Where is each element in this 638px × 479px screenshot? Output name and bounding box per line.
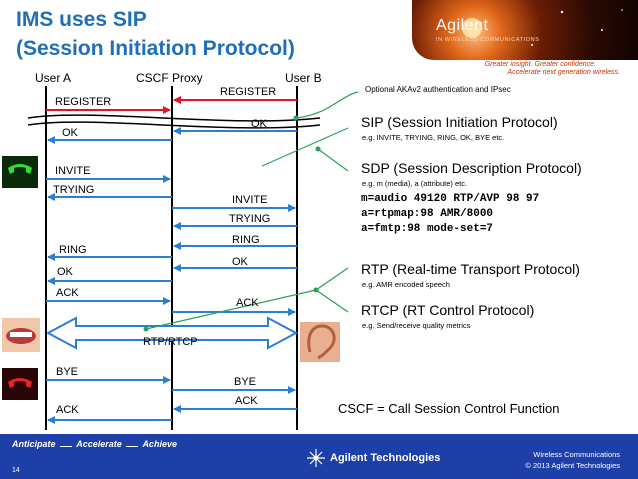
sequence-diagram xyxy=(2,86,359,430)
connector-rtp-flow xyxy=(143,289,317,332)
label-ack-3: ACK xyxy=(56,404,79,416)
agilent-spark-icon xyxy=(307,449,325,467)
slogan-achieve: Achieve xyxy=(142,439,177,449)
tagline-2: Accelerate next generation wireless. xyxy=(507,69,620,76)
connector-rtp xyxy=(313,267,349,293)
label-trying-2: TRYING xyxy=(229,213,271,225)
label-ack-2: ACK xyxy=(236,297,259,309)
slogan-accelerate: Accelerate xyxy=(76,439,122,449)
break-line-top xyxy=(27,114,321,122)
note-sdp-sub: e.g. m (media), a (attribute) etc. xyxy=(362,179,468,188)
page-number: 14 xyxy=(12,467,20,474)
label-register-1: REGISTER xyxy=(55,96,112,108)
label-ok-reg-1: OK xyxy=(62,127,78,139)
label-ok-reg-2: OK xyxy=(251,118,267,130)
label-invite-2: INVITE xyxy=(232,194,268,206)
label-invite-1: INVITE xyxy=(55,165,91,177)
note-rtcp-head: RTCP (RT Control Protocol) xyxy=(361,302,535,318)
label-register-2: REGISTER xyxy=(220,86,277,98)
label-ring-2: RING xyxy=(232,234,260,246)
label-ring-1: RING xyxy=(59,244,87,256)
ear-icon xyxy=(300,322,340,362)
company-name: Agilent Technologies xyxy=(330,452,441,464)
banner-subtitle: IN WIRELESS COMMUNICATIONS xyxy=(436,37,540,43)
rtp-double-arrow xyxy=(45,316,299,350)
connector-rtcp xyxy=(315,289,349,313)
footer-right-1: Wireless Communications xyxy=(533,450,620,459)
sdp-line-2: a=rtpmap:98 AMR/8000 xyxy=(361,208,494,220)
footer-slogan: Anticipate Accelerate Achieve xyxy=(12,439,177,449)
label-rtp: RTP/RTCP xyxy=(143,336,198,348)
note-sip-head: SIP (Session Initiation Protocol) xyxy=(361,114,558,130)
note-optional: Optional AKAv2 authentication and IPsec xyxy=(365,85,511,94)
label-trying-1: TRYING xyxy=(53,184,95,196)
agilent-banner: Agilent IN WIRELESS COMMUNICATIONS xyxy=(412,0,638,60)
note-rtcp-sub: e.g. Send/receive quality metrics xyxy=(362,321,471,330)
connector-sdp xyxy=(315,146,349,172)
label-ok-1: OK xyxy=(57,266,73,278)
tagline-1: Greater insight. Greater confidence. xyxy=(484,61,596,68)
note-rtp-sub: e.g. AMR encoded speech xyxy=(362,280,450,289)
label-bye-1: BYE xyxy=(56,366,79,378)
smiling-mouth-icon xyxy=(2,318,40,352)
label-ack-1: ACK xyxy=(56,287,79,299)
green-phone-icon xyxy=(2,156,38,188)
title-line-1: IMS uses SIP xyxy=(16,8,147,31)
participant-user-a: User A xyxy=(35,71,72,85)
label-ack-4: ACK xyxy=(235,395,258,407)
connector-sip xyxy=(261,127,349,167)
participant-cscf: CSCF Proxy xyxy=(136,71,203,85)
slogan-divider xyxy=(126,446,139,447)
footer-bar: Anticipate Accelerate Achieve 14 Agilent… xyxy=(0,434,638,479)
break-line-bottom xyxy=(27,121,321,129)
note-rtp-head: RTP (Real-time Transport Protocol) xyxy=(361,261,580,277)
cscf-definition: CSCF = Call Session Control Function xyxy=(338,401,560,416)
slogan-anticipate: Anticipate xyxy=(12,439,56,449)
label-ok-2: OK xyxy=(232,256,248,268)
banner-brand: Agilent xyxy=(436,17,489,34)
footer-right-2: © 2013 Agilent Technologies xyxy=(525,461,620,470)
participant-user-b: User B xyxy=(285,71,322,85)
sdp-line-1: m=audio 49120 RTP/AVP 98 97 xyxy=(361,193,540,205)
sdp-line-3: a=fmtp:98 mode-set=7 xyxy=(361,223,494,235)
red-phone-icon xyxy=(2,368,38,400)
title-line-2: (Session Initiation Protocol) xyxy=(16,37,295,60)
note-sip-sub: e.g. INVITE, TRYING, RING, OK, BYE etc. xyxy=(362,133,505,142)
nebula-graphic xyxy=(462,9,623,46)
slogan-divider xyxy=(60,446,73,447)
connector-optional xyxy=(293,91,359,121)
label-bye-2: BYE xyxy=(234,376,257,388)
note-sdp-head: SDP (Session Description Protocol) xyxy=(361,160,582,176)
